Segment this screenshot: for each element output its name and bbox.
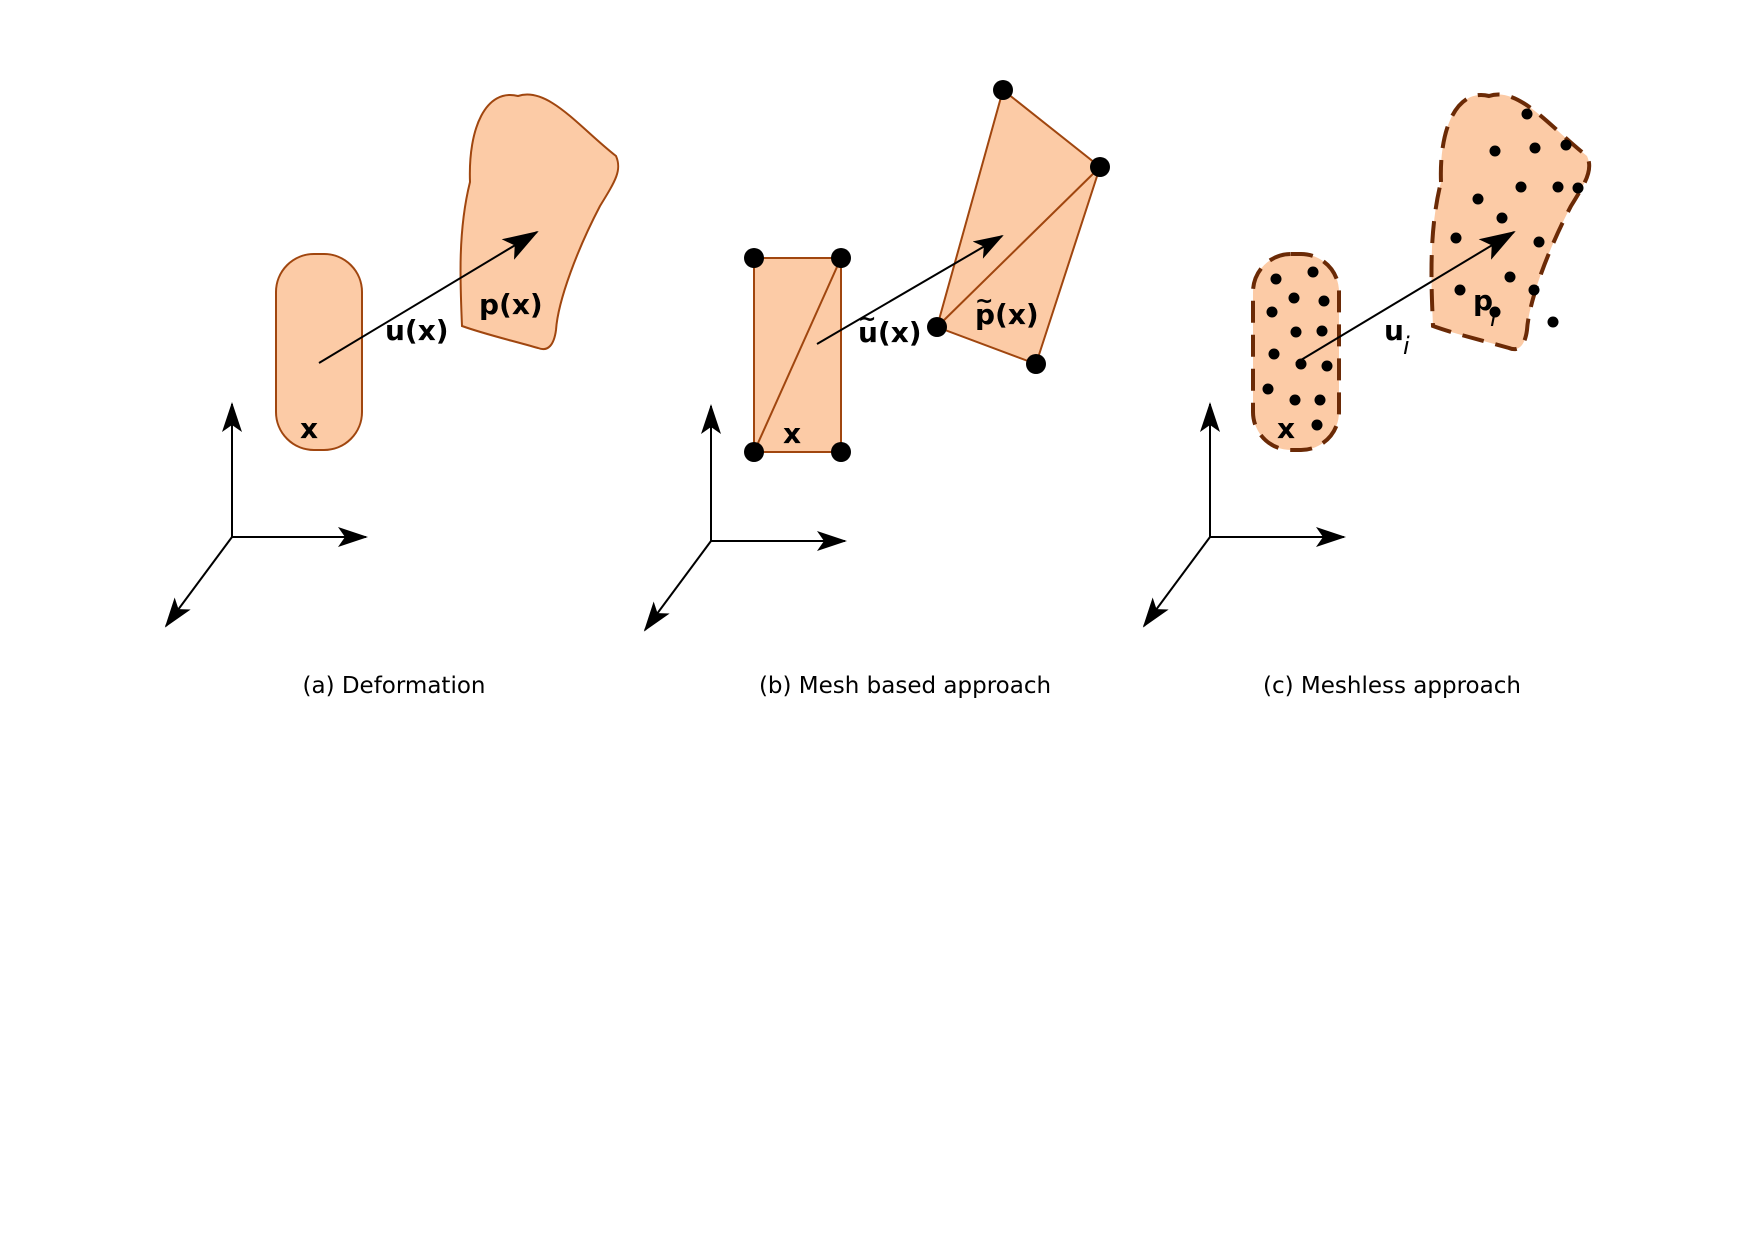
sample-points-deformed [1450,108,1584,328]
label-u-b: u(x) [858,316,922,349]
panel-deformation: x u(x) p(x) (a) Deformation [164,93,620,699]
axis-a-diagonal [164,536,233,628]
axis-b-diagonal [643,540,712,632]
label-p-b: p(x) [975,298,1039,331]
tilde-u-b: ~ [858,307,876,332]
sample-point [1496,212,1508,224]
panel-mesh-based: x u(x) ~ p(x) ~ (b) Mesh based approach [643,80,1110,699]
displacement-vector-a [318,230,539,364]
sample-point [1529,142,1541,154]
label-u-c: u [1384,314,1404,347]
axis-c-diagonal [1142,536,1211,628]
label-p-sub-c: i [1490,304,1497,332]
sample-point [1307,266,1319,278]
sample-point [1552,181,1564,193]
axes-c [1142,402,1346,628]
displacement-vector-c [1295,230,1516,364]
sample-point [1489,145,1501,157]
panel-meshless: x u i p i (c) Meshless approach [1142,92,1592,699]
mesh-diagonal-undeformed [753,257,842,453]
mesh-node [1090,157,1110,177]
undeformed-body-a [275,253,363,451]
sample-points-undeformed [1262,266,1333,431]
label-u-sub-c: i [1403,332,1410,360]
deformed-body-a [459,93,620,350]
sample-point [1560,139,1572,151]
sample-point [1288,292,1300,304]
caption-b: (b) Mesh based approach [759,673,1051,699]
sample-point [1521,108,1533,120]
point-cloud-deformed [1429,92,1592,351]
sample-point [1450,232,1462,244]
sample-point [1528,284,1540,296]
sample-point [1504,271,1516,283]
mesh-node [1026,354,1046,374]
sample-point [1454,284,1466,296]
label-x-c: x [1277,412,1295,445]
sample-point [1533,236,1545,248]
label-p-c: p [1473,284,1493,317]
sample-point [1289,394,1301,406]
sample-point [1311,419,1323,431]
sample-point [1318,295,1330,307]
mesh-node [744,442,764,462]
tilde-p-b: ~ [975,289,993,314]
caption-c: (c) Meshless approach [1263,673,1521,699]
sample-point [1489,306,1501,318]
mesh-node [744,248,764,268]
sample-point [1472,193,1484,205]
mesh-node [993,80,1013,100]
sample-point [1290,326,1302,338]
sample-point [1515,181,1527,193]
axes-b [643,404,847,632]
label-p-a: p(x) [479,288,543,321]
sample-point [1572,182,1584,194]
label-x-b: x [783,417,801,450]
axes-a [164,402,368,628]
label-u-a: u(x) [385,314,449,347]
sample-point [1314,394,1326,406]
sample-point [1270,273,1282,285]
sample-point [1547,316,1559,328]
label-x-a: x [300,412,318,445]
sample-point [1268,348,1280,360]
mesh-node [831,248,851,268]
mesh-node [927,317,947,337]
caption-a: (a) Deformation [303,673,486,699]
sample-point [1266,306,1278,318]
sample-point [1321,360,1333,372]
mesh-node [831,442,851,462]
sample-point [1262,383,1274,395]
sample-point [1316,325,1328,337]
displacement-vector-b [816,234,1004,345]
point-cloud-undeformed [1251,252,1341,452]
mesh-diagonal-deformed [936,166,1101,328]
